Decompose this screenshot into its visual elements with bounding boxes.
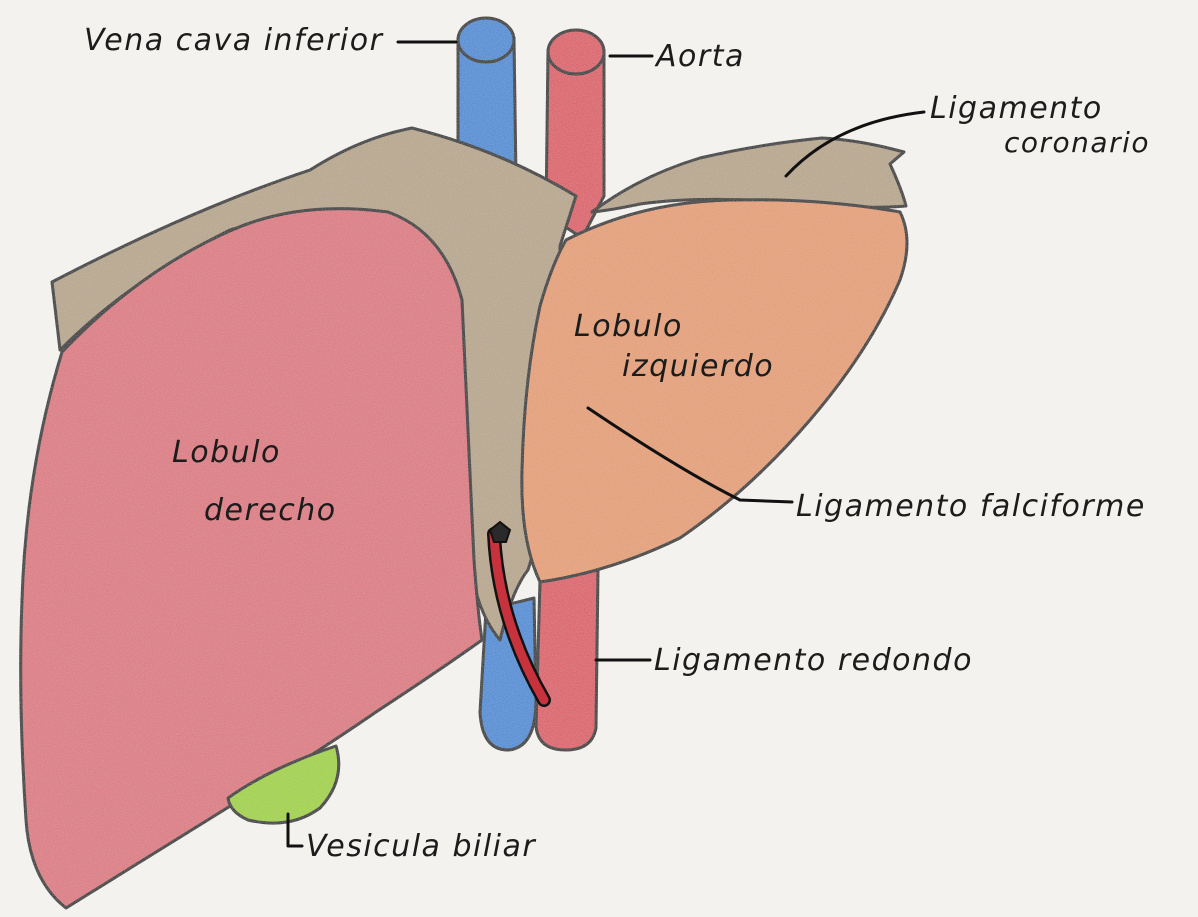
right-lobe-label-line2: derecho: [204, 493, 337, 528]
coronary-label-line2: coronario: [1004, 126, 1150, 159]
coronary-label-line1: Ligamento: [930, 91, 1103, 126]
falciform-label: Ligamento falciforme: [796, 489, 1146, 524]
right-lobe-label-line1: Lobulo: [172, 435, 281, 470]
aorta-label: Aorta: [654, 39, 745, 74]
vena-cava-label: Vena cava inferior: [84, 23, 384, 58]
left-lobe-label-line1: Lobulo: [574, 309, 683, 344]
round-ligament-label: Ligamento redondo: [654, 643, 973, 678]
gallbladder-label: Vesicula biliar: [306, 829, 536, 864]
left-lobe-label-line2: izquierdo: [622, 349, 774, 384]
left-lobe: [522, 200, 907, 582]
